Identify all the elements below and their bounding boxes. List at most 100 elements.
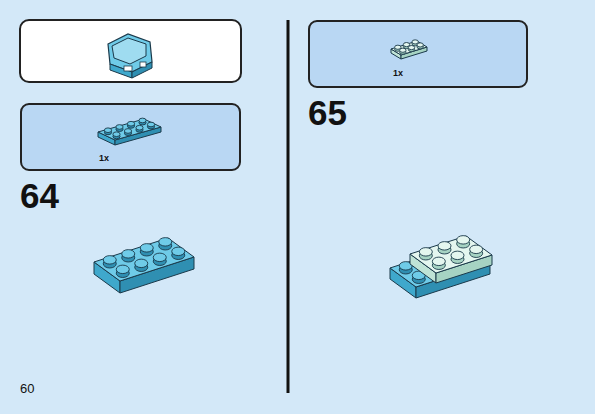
plate-part [159, 242, 172, 250]
plate-part [113, 132, 120, 137]
plate-part [436, 254, 449, 258]
plate-part [104, 128, 111, 133]
plate-part [403, 43, 409, 47]
plate-part [116, 269, 129, 273]
plate-part [124, 131, 131, 133]
plate-part [116, 125, 123, 130]
plate-part [127, 124, 134, 126]
plate-part [98, 119, 161, 140]
part-quantity: 1x [99, 153, 109, 163]
plate-part [457, 240, 470, 248]
plate-part [451, 255, 464, 259]
plate-part [436, 255, 492, 283]
plate-part [116, 127, 123, 129]
parts-list-box: 1x [20, 103, 241, 171]
plate-part [400, 48, 406, 52]
plate-part [153, 253, 166, 261]
lego-plate [410, 236, 492, 283]
plate-part [147, 124, 154, 129]
plate-part [438, 246, 451, 254]
plate-part [104, 130, 111, 132]
plate-part [408, 47, 414, 51]
plate-part [470, 249, 483, 253]
plate-part [147, 124, 154, 126]
plate-part [395, 47, 401, 51]
assembly-callout [20, 20, 241, 82]
plate-part [139, 118, 146, 123]
plate-part [432, 257, 445, 265]
plate-part [400, 50, 406, 52]
plate-part [159, 238, 172, 246]
lego-plate [390, 244, 490, 298]
plate-part [116, 265, 129, 273]
plate-part [172, 247, 185, 255]
plate-part [449, 263, 462, 267]
plate-part [403, 45, 409, 47]
plate-part [403, 44, 409, 48]
plate-part [468, 253, 481, 261]
plate-part [470, 245, 483, 253]
lego-plate [391, 40, 427, 59]
plate-part [451, 251, 464, 259]
plate-part [147, 122, 154, 127]
plate-part [431, 269, 444, 277]
plate-part [104, 130, 111, 135]
plate-part [153, 257, 166, 265]
plate-part [401, 47, 427, 59]
plate-part [416, 263, 490, 298]
plate-part [122, 254, 135, 262]
plate-part [419, 252, 432, 260]
plate-part [436, 254, 449, 262]
plate-part [153, 257, 166, 261]
step-divider [287, 20, 290, 393]
plate-part [412, 40, 418, 44]
plate-part [135, 259, 148, 267]
plate-part [115, 127, 161, 145]
plate-part [455, 244, 468, 252]
plate-part [418, 260, 431, 264]
plate-part [391, 41, 427, 55]
plate-part [122, 250, 135, 258]
plate-part [140, 244, 153, 252]
plate-part [457, 236, 470, 244]
plate-part [395, 45, 401, 49]
plate-part [135, 263, 148, 271]
plate-part [412, 275, 425, 279]
plate-part [468, 257, 481, 265]
plate-part [457, 240, 470, 244]
lego-plate [98, 118, 161, 145]
plate-part [103, 260, 116, 264]
plate-part [432, 261, 445, 265]
plate-part [399, 266, 412, 270]
plate-part [431, 265, 444, 273]
plate-part [98, 132, 115, 145]
page-number: 60 [20, 381, 34, 396]
plate-part [136, 128, 143, 133]
plate-part [113, 134, 120, 136]
plate-part [139, 120, 146, 122]
plate-part [136, 128, 143, 130]
plate-part [124, 131, 131, 136]
plate-part [399, 266, 412, 274]
plate-part [116, 269, 129, 277]
plate-part [470, 249, 483, 257]
plate-part [103, 256, 116, 264]
step-number: 64 [20, 176, 59, 216]
plate-part [418, 260, 431, 268]
plate-part [410, 254, 436, 283]
plate-part [438, 242, 451, 250]
plate-part [431, 269, 444, 273]
plate-part [135, 263, 148, 267]
plate-part [417, 45, 423, 47]
plate-part [449, 259, 462, 267]
plate-part [120, 257, 194, 293]
plate-part [127, 124, 134, 129]
plate-part [412, 42, 418, 44]
plate-part [449, 263, 462, 271]
plate-part [172, 251, 185, 255]
plate-part [451, 255, 464, 263]
plate-part [140, 248, 153, 252]
plate-part [116, 127, 123, 132]
plate-part [432, 261, 445, 269]
